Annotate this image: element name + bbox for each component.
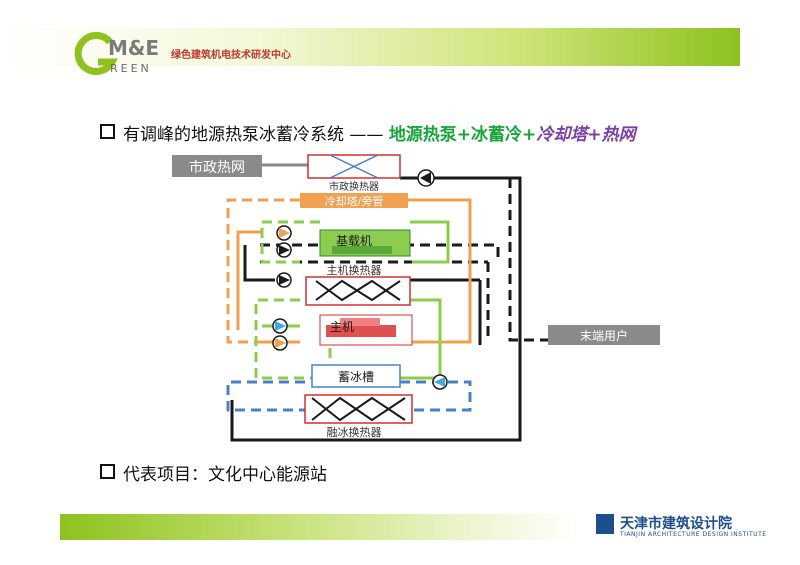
pump-icon-orange-top: [276, 225, 292, 241]
base-load-chiller-label: 基载机: [336, 234, 372, 248]
end-users-label: 末端用户: [580, 328, 628, 343]
tadi-logo-icon: [596, 514, 614, 534]
logo-me-text: M&E: [108, 36, 160, 60]
bullet2-text: 代表项目：文化中心能源站: [123, 465, 327, 485]
pump-icon-black-middle: [276, 272, 292, 288]
bullet1-highlight-green: 地源热泵+冰蓄冷+: [388, 125, 537, 145]
header-title: 绿色建筑机电技术研发中心: [171, 50, 291, 61]
pump-icon-blue-ice: [432, 374, 448, 390]
municipal-heat-network-box: [172, 155, 262, 177]
cooling-tower-label: 冷却塔/旁管: [325, 194, 384, 208]
main-unit-label: 主机: [330, 320, 354, 334]
bullet1-highlight-purple: 冷却塔+热网: [536, 125, 636, 145]
logo-green-text: REEN: [110, 62, 152, 75]
cooling-tower-box: [300, 193, 408, 208]
ice-melting-heat-exchanger-label: 融冰换热器: [327, 425, 382, 439]
bullet-representative-project: 代表项目：文化中心能源站: [100, 460, 327, 485]
footer-org-name-en: TIANJIN ARCHITECTURE DESIGN INSTITUTE: [620, 531, 767, 538]
square-bullet-icon: [100, 464, 115, 479]
pump-icon-orange-main: [272, 335, 288, 351]
footer-band: [60, 514, 580, 540]
header-band: [0, 28, 740, 66]
end-users-box: [548, 325, 660, 345]
bullet1-text: 有调峰的地源热泵冰蓄冷系统 ——: [123, 125, 389, 145]
municipal-heat-exchanger-label: 市政换热器: [329, 180, 379, 193]
municipal-heat-network-label: 市政热网: [189, 159, 245, 176]
ice-storage-tank-box: [311, 364, 401, 388]
pump-icon-heat-network: [417, 169, 435, 187]
pump-icon-black-top: [276, 242, 292, 258]
square-bullet-icon: [100, 124, 115, 139]
black-left-loop: [243, 245, 275, 282]
main-unit-heat-exchanger-label: 主机换热器: [327, 263, 382, 277]
green-g-logo-icon: [74, 32, 118, 75]
footer-org-name-cn: 天津市建筑设计院: [620, 516, 732, 532]
pump-icon-blue-main: [272, 318, 288, 334]
ice-melting-heat-exchanger-box: [304, 394, 413, 424]
bullet-system-description: 有调峰的地源热泵冰蓄冷系统 —— 地源热泵+冰蓄冷+冷却塔+热网: [100, 120, 636, 145]
ice-storage-tank-label: 蓄冰槽: [338, 370, 374, 384]
